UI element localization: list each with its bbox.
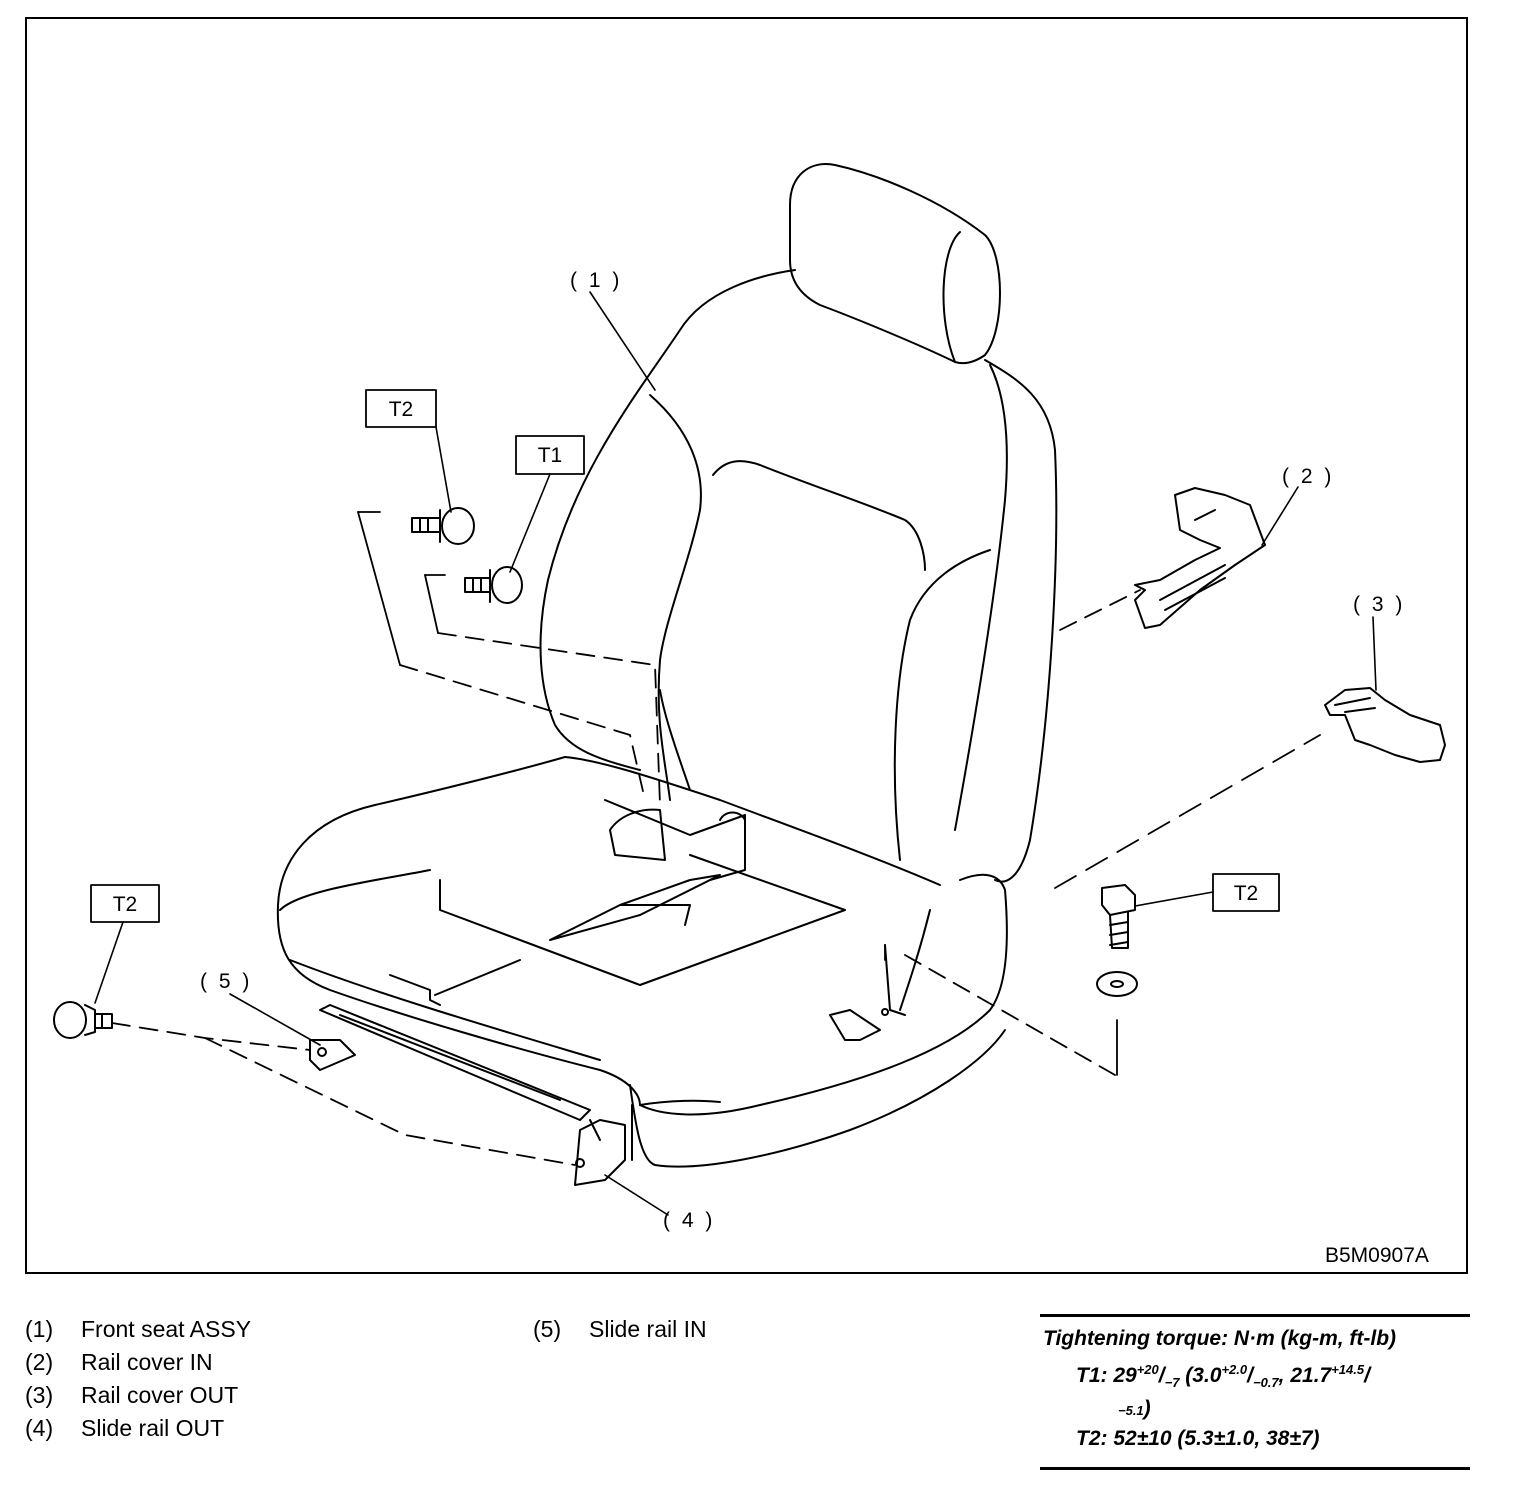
- legend-right: (5) Slide rail IN: [533, 1313, 707, 1346]
- headrest: [789, 163, 1001, 365]
- t1-label: T1: [538, 444, 563, 467]
- t2-box-right: [1212, 873, 1280, 912]
- legend-label: Slide rail OUT: [81, 1415, 225, 1441]
- legend-label: Front seat ASSY: [81, 1316, 252, 1342]
- t2-right-label: T2: [1234, 882, 1259, 905]
- torque-t2: T2: 52±10 (5.3±1.0, 38±7): [1076, 1427, 1320, 1450]
- t2-box-left: [90, 884, 160, 923]
- t1-name: T1:: [1076, 1364, 1108, 1387]
- t1-sep: ,: [1278, 1364, 1285, 1387]
- t1-kgm-minus: −0.7: [1252, 1375, 1279, 1391]
- slide-rail-in: [309, 959, 591, 1121]
- callout-2: ( 2 ): [1282, 465, 1334, 488]
- callout-leaders: [94, 291, 1377, 1216]
- legend-num: (1): [25, 1316, 54, 1342]
- torque-spec-box: Tightening torque: N·m (kg-m, ft-lb) T1:…: [1040, 1314, 1470, 1470]
- callout-5: ( 5 ): [200, 970, 252, 993]
- t2-box-upper: [365, 389, 437, 428]
- rail-cover-in: [1134, 487, 1266, 629]
- bolt-t2-right: [1101, 884, 1136, 949]
- t1-kgm-plus: +2.0: [1221, 1362, 1248, 1377]
- bolt-t2-upper: [411, 507, 475, 545]
- legend-item: (4) Slide rail OUT: [25, 1412, 251, 1445]
- legend-num: (2): [25, 1349, 54, 1375]
- seat-cushion: [276, 756, 1008, 1168]
- legend-label: Rail cover OUT: [81, 1382, 239, 1408]
- legend-item: (1) Front seat ASSY: [25, 1313, 251, 1346]
- t1-close: ): [1143, 1397, 1151, 1420]
- t1-minus: −7: [1164, 1375, 1180, 1391]
- rail-cover-out: [1324, 687, 1446, 763]
- legend-num: (5): [533, 1316, 562, 1342]
- legend-item: (5) Slide rail IN: [533, 1313, 707, 1346]
- t2-left-label: T2: [113, 893, 138, 916]
- torque-t1: T1: 29+20/−7 (3.0+2.0/−0.7, 21.7+14.5/: [1076, 1362, 1370, 1391]
- legend-num: (4): [25, 1415, 54, 1441]
- callout-3: ( 3 ): [1353, 593, 1405, 616]
- legend-item: (3) Rail cover OUT: [25, 1379, 251, 1412]
- legend-label: Rail cover IN: [81, 1349, 213, 1375]
- leader-lines: [111, 511, 1321, 1166]
- bolt-t1: [464, 566, 523, 604]
- t1-ftlb-plus: +14.5: [1331, 1362, 1365, 1377]
- washer: [1096, 971, 1138, 997]
- t1-ftlb: 21.7: [1290, 1364, 1332, 1387]
- diagram-frame: [25, 17, 1468, 1274]
- torque-t1-cont: −5.1): [1118, 1397, 1151, 1421]
- callout-4: ( 4 ): [663, 1209, 715, 1232]
- t1-base: 29: [1113, 1364, 1137, 1387]
- t2-upper-label: T2: [389, 398, 414, 421]
- legend-left: (1) Front seat ASSY (2) Rail cover IN (3) R…: [25, 1313, 251, 1445]
- t1-plus: +20: [1136, 1362, 1159, 1377]
- t1-ftlb-minus: −5.1: [1118, 1403, 1144, 1418]
- bolt-t2-left: [53, 1001, 113, 1039]
- legend-item: (2) Rail cover IN: [25, 1346, 251, 1379]
- legend-label: Slide rail IN: [589, 1316, 707, 1342]
- legend-num: (3): [25, 1382, 54, 1408]
- callout-1: ( 1 ): [570, 269, 622, 292]
- torque-boxes: [90, 389, 1280, 923]
- seat-back: [539, 269, 1058, 883]
- slide-rail-out: [574, 944, 906, 1186]
- t1-kgm: (3.0: [1185, 1364, 1222, 1387]
- t1-box: [515, 435, 585, 475]
- figure-code: B5M0907A: [1325, 1244, 1429, 1267]
- torque-title: Tightening torque: N·m (kg-m, ft-lb): [1043, 1327, 1397, 1350]
